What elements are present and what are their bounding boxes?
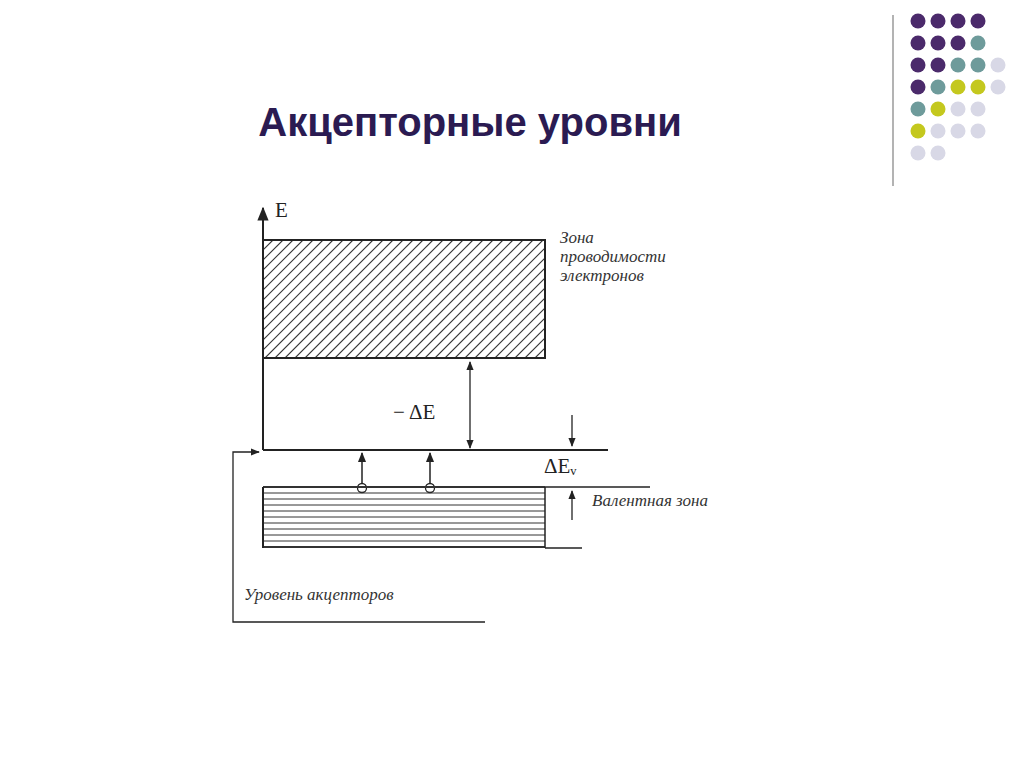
decor-dot	[951, 102, 966, 117]
valence-top-line	[545, 486, 650, 488]
band-label: Валентная зона	[592, 491, 717, 510]
decor-dot	[931, 58, 946, 73]
decor-dot	[951, 124, 966, 139]
decor-dot	[931, 14, 946, 29]
decor-dot	[931, 102, 946, 117]
leader-line	[233, 452, 485, 622]
valence-bottom-line	[545, 547, 582, 549]
level-gap-label: ΔEᵥ	[544, 454, 577, 479]
decor-dot	[951, 14, 966, 29]
valence-band: Валентная зона	[263, 487, 545, 548]
conduction-band: Зона проводимости электронов	[263, 240, 545, 358]
decor-dot	[971, 14, 986, 29]
decor-dot	[911, 36, 926, 51]
decor-dot	[911, 146, 926, 161]
decor-dot	[971, 80, 986, 95]
gap-arrow	[469, 362, 470, 448]
decor-dots	[911, 14, 1006, 161]
decor-dot	[931, 80, 946, 95]
slide-title: Акцепторные уровни	[170, 100, 770, 145]
band-shape	[263, 487, 545, 548]
decor-dot	[931, 36, 946, 51]
decor-dot	[991, 80, 1006, 95]
band-shape	[263, 240, 545, 358]
decor-dot	[951, 58, 966, 73]
band-label: Зона проводимости электронов	[560, 228, 685, 285]
decor-dot	[911, 80, 926, 95]
decor-dot	[911, 102, 926, 117]
decor-dot	[971, 124, 986, 139]
decor-dot	[971, 102, 986, 117]
level-arrow	[571, 415, 572, 446]
decor-dot	[991, 58, 1006, 73]
gap-label: − ΔE	[393, 400, 435, 425]
divider-line	[892, 15, 894, 186]
decor-dot	[911, 124, 926, 139]
decor-dot	[971, 36, 986, 51]
decor-dot	[951, 80, 966, 95]
transition-arrow	[361, 453, 363, 483]
acceptor-level	[263, 449, 608, 451]
decor-dot	[931, 124, 946, 139]
axis-label: E	[275, 198, 288, 223]
decor-dot	[911, 58, 926, 73]
decor-dot	[951, 36, 966, 51]
acceptor-label: Уровень акцепторов	[244, 585, 394, 604]
decor-dot	[911, 14, 926, 29]
decor-dot	[971, 58, 986, 73]
level-arrow	[571, 491, 572, 520]
decor-dot	[931, 146, 946, 161]
transition-arrow	[429, 453, 431, 483]
